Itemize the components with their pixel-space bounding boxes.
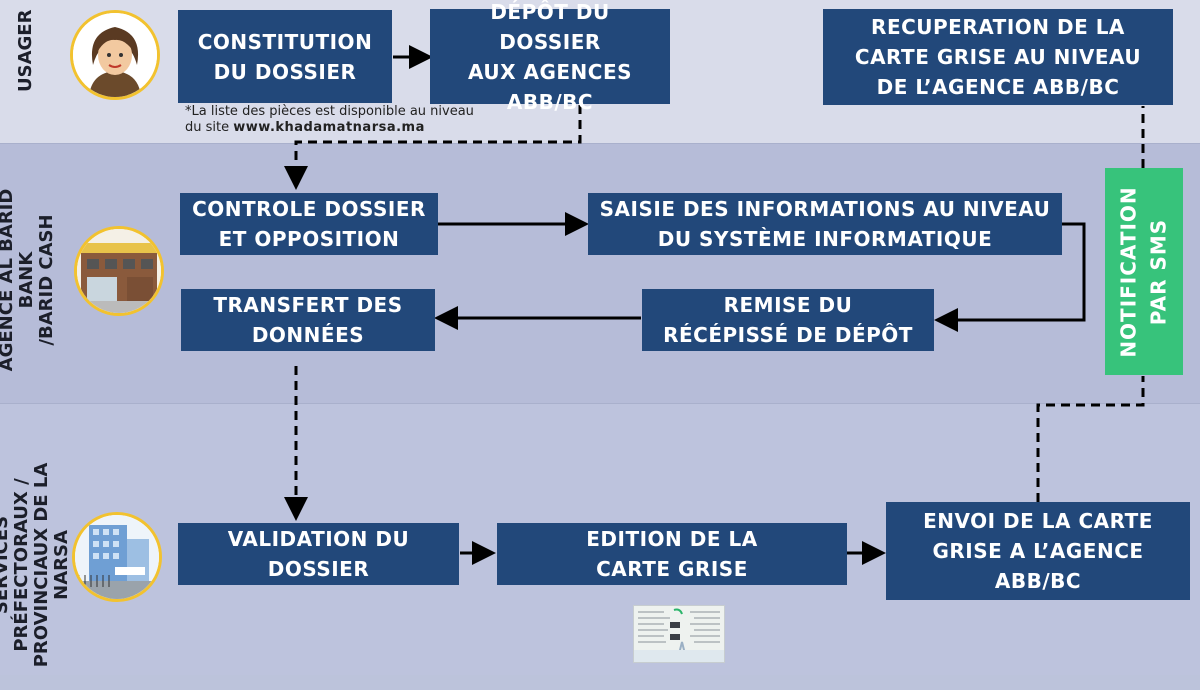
box-saisie-informations: SAISIE DES INFORMATIONS AU NIVEAU DU SYS… [588,193,1062,255]
pieces-note-text: *La liste des pièces est disponible au n… [185,104,474,135]
arrow-depot-to-controle [284,105,582,190]
box-remise-recepisse: REMISE DU RÉCÉPISSÉ DE DÉPÔT [642,289,934,351]
site-link[interactable]: www.khadamatnarsa.ma [233,120,425,135]
box-depot-dossier: DÉPÔT DU DOSSIER AUX AGENCES ABB/BC [430,0,670,114]
arrow-saisie-to-remise [934,222,1086,332]
lane-agence [0,143,1200,404]
bank-agency-icon [74,226,164,316]
arrow-envoi-to-sms [1036,376,1145,502]
box-constitution-dossier: CONSTITUTION DU DOSSIER [178,10,392,103]
box-validation-dossier: VALIDATION DU DOSSIER [178,523,459,585]
box-controle-dossier: CONTROLE DOSSIER ET OPPOSITION [180,193,438,255]
flow-connectors [284,45,1145,565]
woman-avatar-icon [70,10,160,100]
sms-notification: NOTIFICATION PAR SMS [1105,168,1183,375]
box-edition-carte: EDITION DE LA CARTE GRISE [497,523,847,585]
prefecture-building-icon [72,512,162,602]
sms-notification-label: NOTIFICATION PAR SMS [1117,185,1172,358]
pieces-note: *La liste des pièces est disponible au n… [185,104,525,136]
box-envoi-carte: ENVOI DE LA CARTE GRISE A L’AGENCE ABB/B… [886,502,1190,600]
carte-grise-document-icon [633,605,725,663]
box-transfert-donnees: TRANSFERT DES DONNÉES [181,289,435,351]
box-recuperation-carte: RECUPERATION DE LA CARTE GRISE AU NIVEAU… [823,9,1173,105]
